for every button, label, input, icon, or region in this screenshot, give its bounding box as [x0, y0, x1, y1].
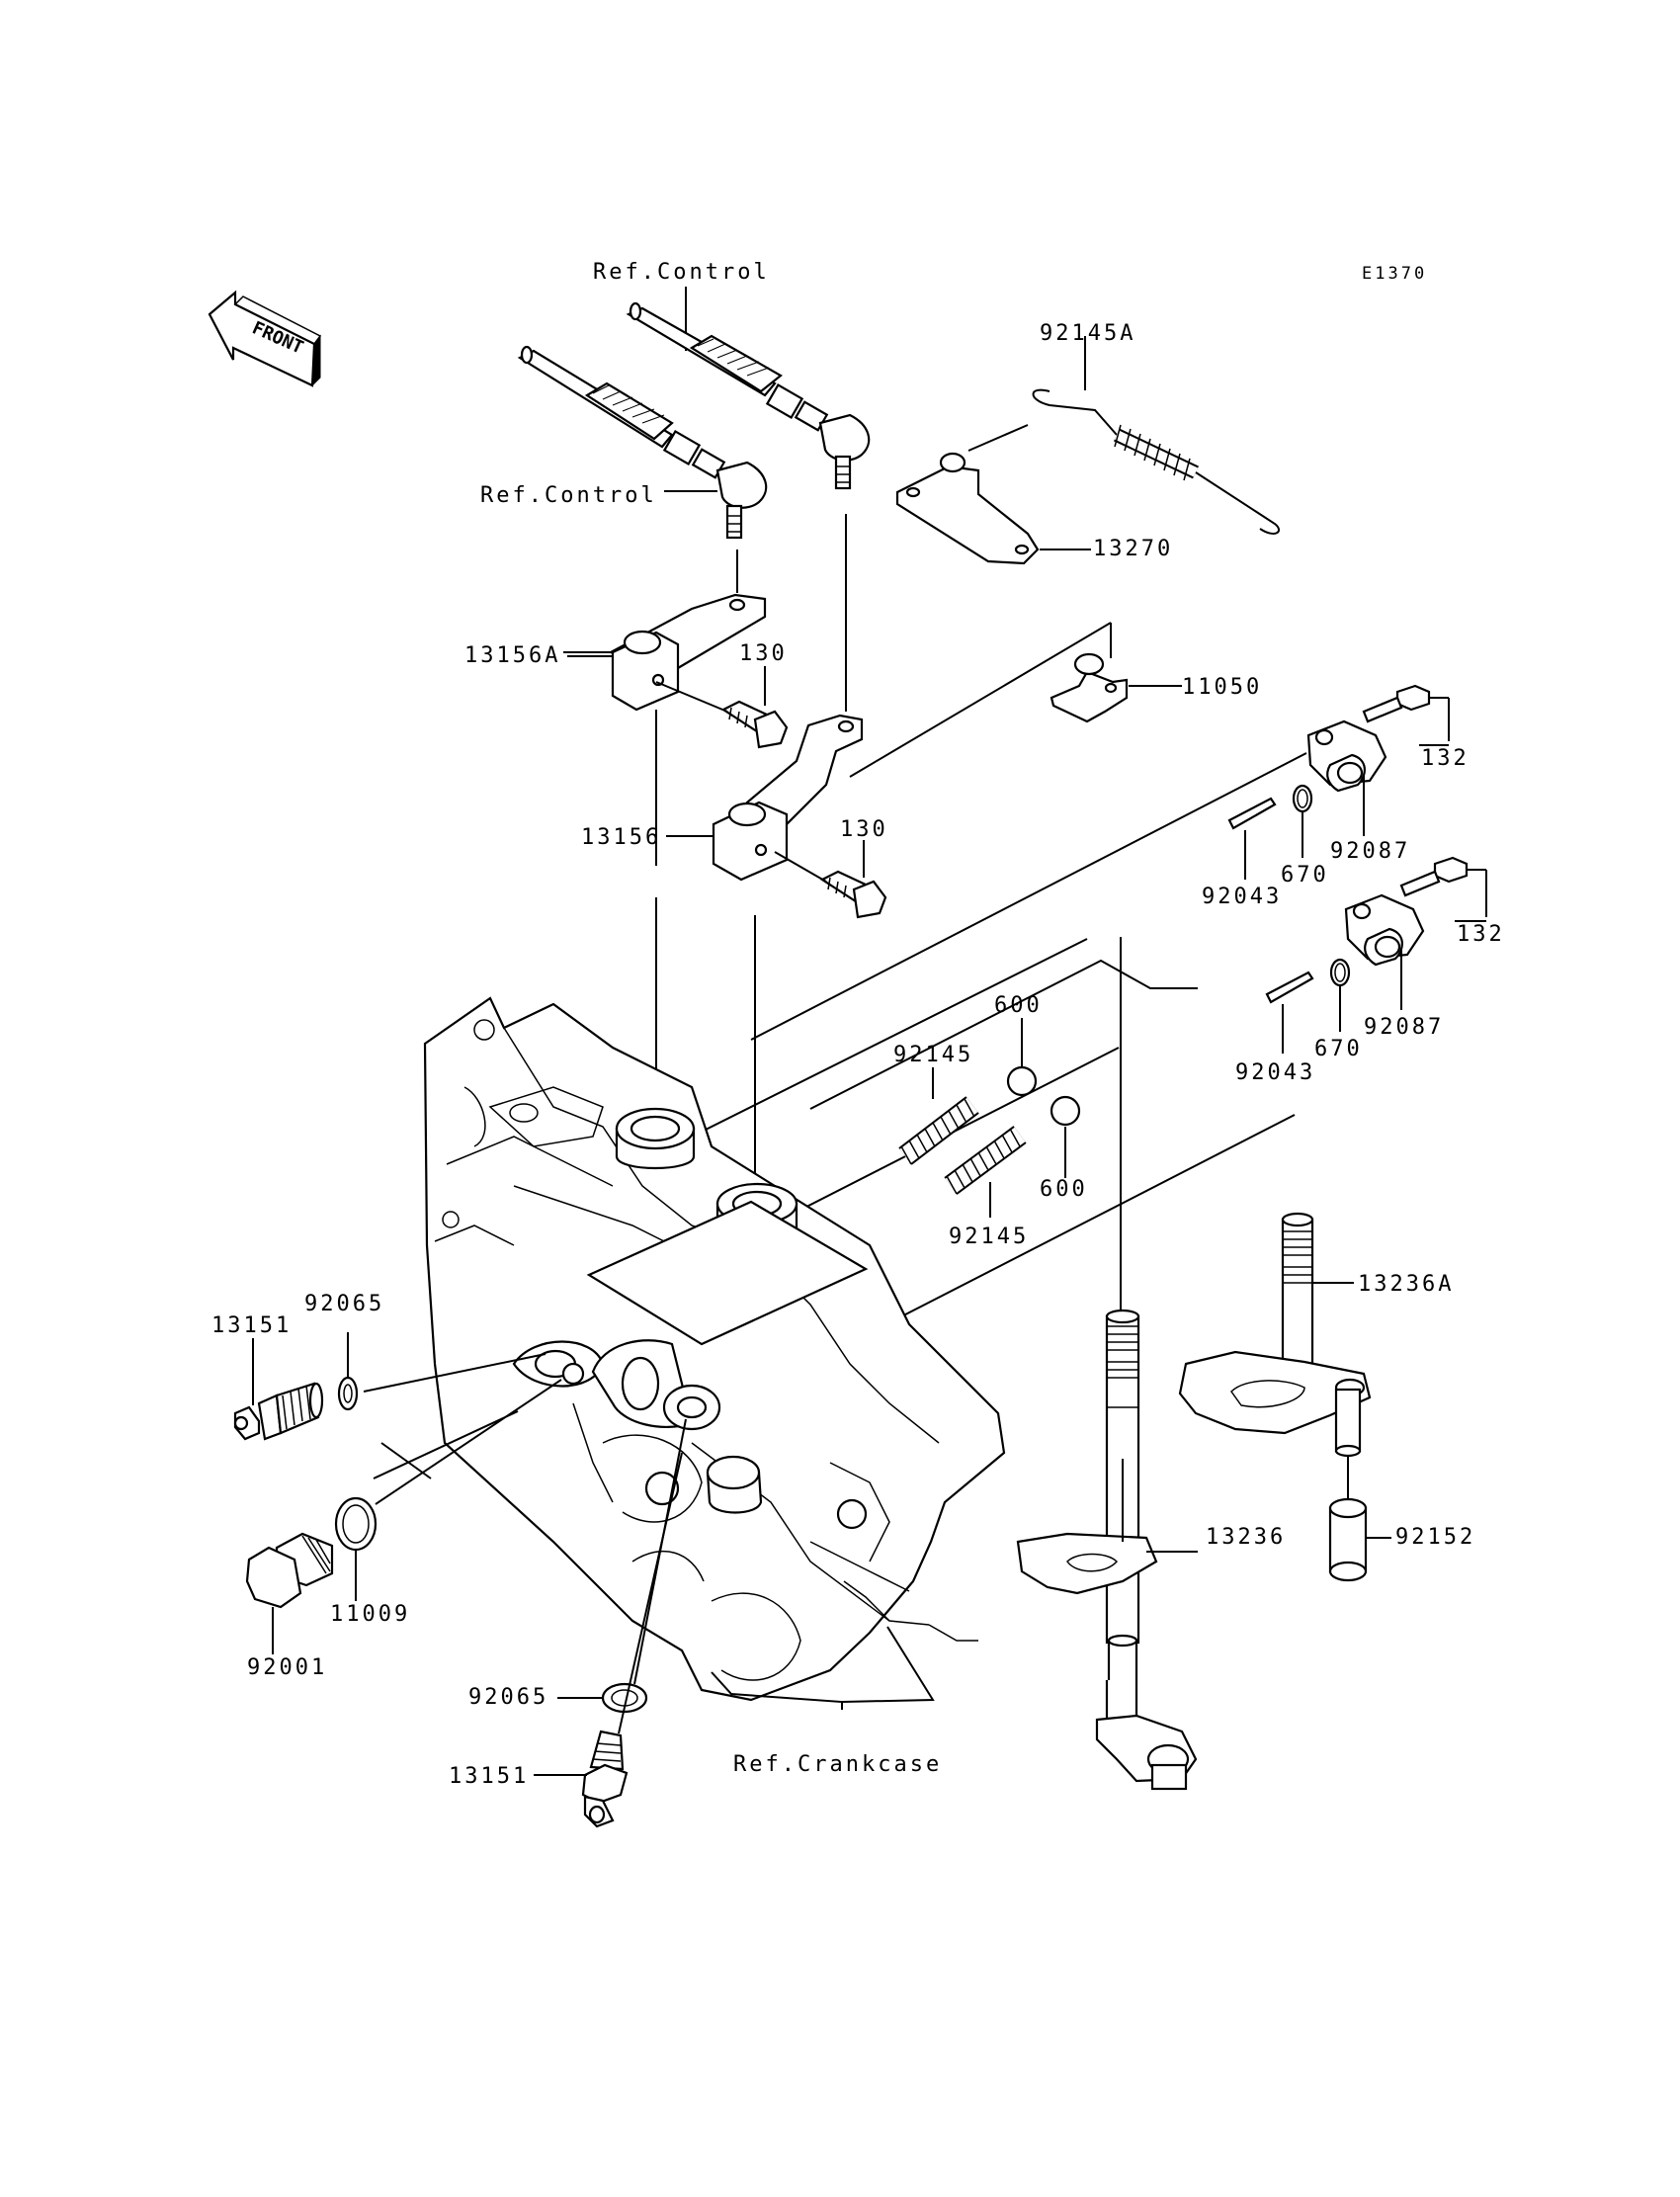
label-670-upper: 670 — [1281, 863, 1329, 887]
label-11050: 11050 — [1182, 675, 1262, 700]
plate-13270 — [895, 424, 1091, 565]
front-arrow-icon: FRONT — [208, 290, 322, 387]
control-cable-upper — [626, 287, 871, 490]
label-13236A: 13236A — [1358, 1272, 1454, 1297]
lever-13156 — [655, 514, 864, 882]
label-leaders — [567, 655, 1486, 922]
label-92087-lower: 92087 — [1364, 1015, 1444, 1040]
bracket-11050 — [849, 622, 1182, 778]
label-92043-upper: 92043 — [1202, 885, 1282, 909]
label-13156: 13156 — [581, 825, 661, 850]
ref-crankcase: Ref.Crankcase — [733, 1752, 942, 1777]
label-11009: 11009 — [330, 1602, 410, 1627]
crankcase-bushings — [512, 1107, 869, 1514]
label-13270: 13270 — [1093, 537, 1173, 561]
label-92065-lower: 92065 — [468, 1685, 548, 1710]
detent-spring-92145-upper — [898, 1096, 979, 1165]
shift-shaft-13236A — [1178, 1212, 1372, 1502]
label-92152: 92152 — [1395, 1525, 1475, 1550]
ball-600-upper — [1006, 1065, 1038, 1097]
spring-92145A — [1032, 336, 1280, 535]
leader-ref-crankcase — [711, 1671, 843, 1710]
bolt-130-upper — [655, 666, 789, 749]
washer-92065-upper — [337, 1332, 546, 1411]
label-130-upper: 130 — [739, 641, 788, 666]
label-13151-lower: 13151 — [449, 1764, 529, 1789]
ball-600-lower — [1050, 1095, 1081, 1127]
label-13156A: 13156A — [464, 643, 560, 668]
label-92065-upper: 92065 — [304, 1292, 384, 1316]
ref-control-top: Ref.Control — [593, 260, 770, 285]
ref-control-left: Ref.Control — [480, 483, 657, 508]
lever-13156A — [563, 549, 767, 712]
leader-ref-crankcase-right — [841, 1626, 935, 1703]
label-92145-upper: 92145 — [893, 1043, 973, 1067]
label-92087-upper: 92087 — [1330, 839, 1410, 864]
control-cable-lower — [517, 345, 768, 540]
label-92043-lower: 92043 — [1235, 1060, 1315, 1085]
shaft-end-92087-upper — [1227, 684, 1450, 880]
diagram-code: E1370 — [1362, 264, 1427, 284]
shift-shaft-13236 — [1016, 1309, 1198, 1791]
label-600-upper: 600 — [994, 993, 1043, 1018]
switch-13151-lower — [534, 1452, 683, 1828]
collar-92152 — [1328, 1497, 1391, 1582]
detent-spring-92145-lower — [944, 1126, 1027, 1195]
label-670-lower: 670 — [1314, 1037, 1363, 1061]
drain-plug-92001 — [245, 1410, 519, 1654]
label-600-lower: 600 — [1040, 1177, 1088, 1202]
label-13151-upper: 13151 — [211, 1313, 292, 1338]
label-132-upper: 132 — [1421, 746, 1470, 771]
label-132-lower: 132 — [1457, 922, 1505, 947]
label-13236: 13236 — [1206, 1525, 1286, 1550]
label-130-lower: 130 — [840, 817, 888, 842]
switch-13151-upper — [233, 1338, 324, 1441]
shaft-end-92087-lower — [1265, 856, 1487, 1054]
gasket-11009 — [334, 1379, 562, 1601]
crankcase-body — [423, 996, 1006, 1702]
bolt-130-lower — [774, 840, 887, 919]
label-92145A: 92145A — [1040, 321, 1135, 346]
label-92001: 92001 — [247, 1655, 327, 1680]
label-92145-lower: 92145 — [949, 1225, 1029, 1249]
